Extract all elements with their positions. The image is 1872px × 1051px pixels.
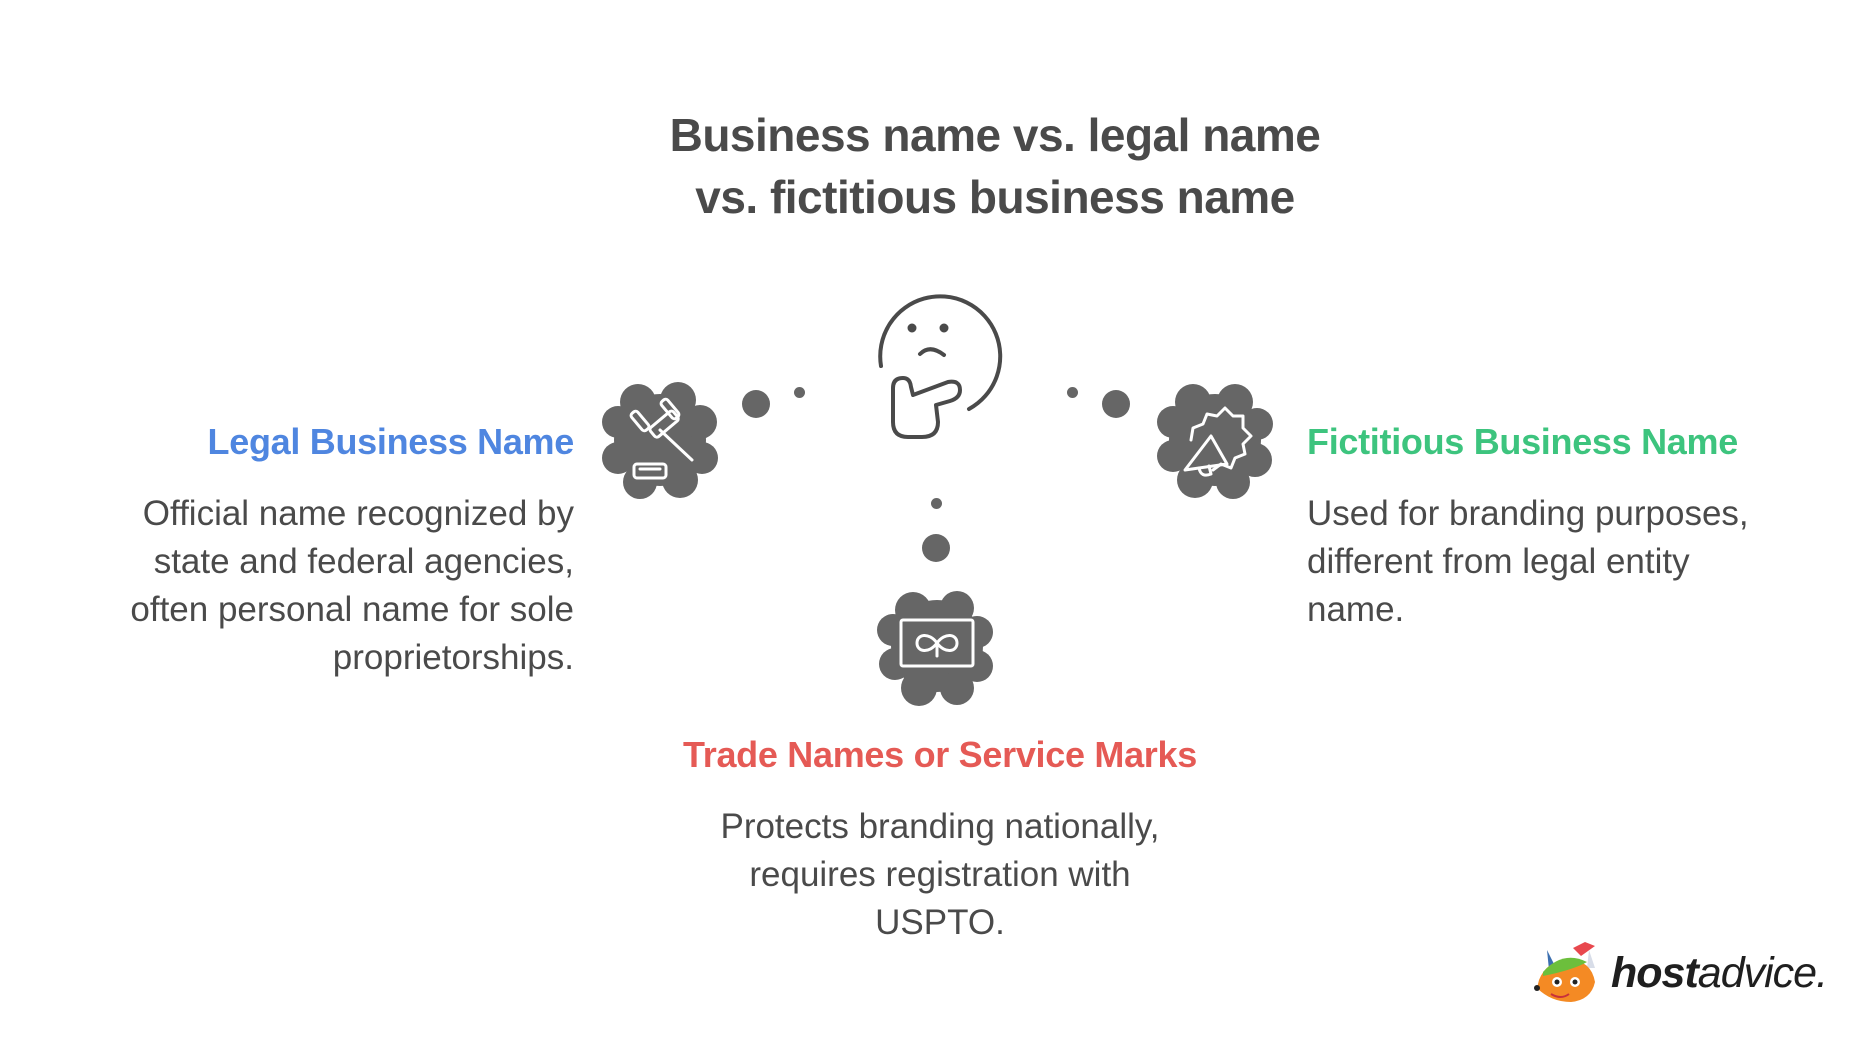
connector-dot-bottom-large — [922, 534, 950, 562]
description-line: different from legal entity — [1307, 542, 1690, 581]
logo-text-bold: host — [1611, 949, 1699, 997]
description-line: often personal name for sole — [130, 590, 574, 629]
title-line-1: Business name vs. legal name — [669, 109, 1321, 161]
title-line-2: vs. fictitious business name — [695, 171, 1295, 223]
legal-business-name-heading: Legal Business Name — [207, 421, 575, 462]
fox-mascot-icon — [1534, 942, 1595, 1002]
hostadvice-wordmark: hostadvice. — [1611, 948, 1828, 998]
megaphone-icon — [1157, 384, 1273, 499]
description-line: proprietorships. — [332, 638, 574, 677]
hostadvice-logo: hostadvice. — [1533, 942, 1828, 1004]
description-line: requires registration with — [749, 855, 1131, 894]
thinking-face-icon — [878, 294, 1003, 439]
legal-business-name-description: Official name recognized by state and fe… — [130, 490, 574, 682]
connector-dot-bottom-small — [931, 498, 942, 509]
connector-dot-left-small — [794, 387, 805, 398]
trade-names-description: Protects branding nationally, requires r… — [600, 803, 1280, 947]
fictitious-business-name-description: Used for branding purposes, different fr… — [1307, 490, 1749, 634]
diagram-title: Business name vs. legal name vs. fictiti… — [560, 104, 1430, 228]
connector-dot-left-large — [742, 390, 770, 418]
fictitious-business-name-heading: Fictitious Business Name — [1307, 421, 1738, 462]
description-line: name. — [1307, 590, 1405, 629]
connector-dot-right-large — [1102, 390, 1130, 418]
description-line: USPTO. — [875, 903, 1005, 942]
infinity-card-icon — [877, 591, 993, 706]
description-line: Used for branding purposes, — [1307, 494, 1749, 533]
description-line: Official name recognized by — [142, 494, 574, 533]
description-line: Protects branding nationally, — [720, 807, 1160, 846]
gavel-icon — [602, 382, 718, 499]
logo-text-light: advice. — [1697, 949, 1828, 997]
description-line: state and federal agencies, — [153, 542, 574, 581]
connector-dot-right-small — [1067, 387, 1078, 398]
trade-names-heading: Trade Names or Service Marks — [683, 734, 1197, 775]
